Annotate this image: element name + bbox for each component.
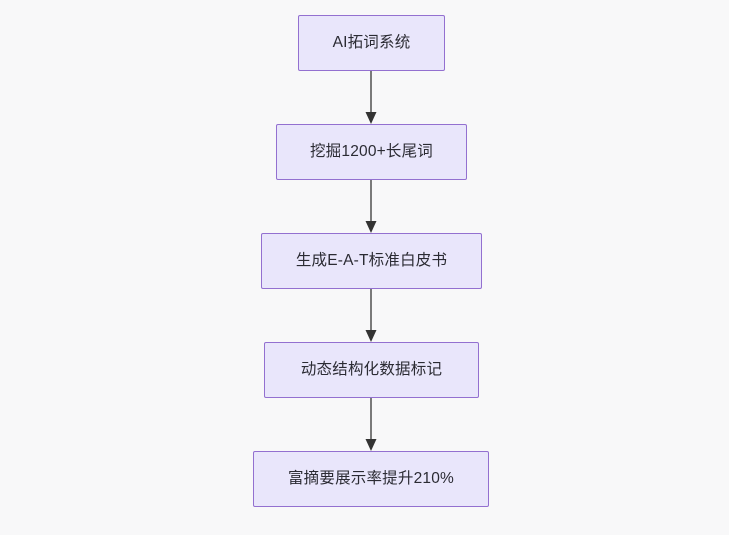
flow-node-longtail-keywords[interactable]: 挖掘1200+长尾词 (276, 124, 467, 180)
flow-node-rich-snippet-result[interactable]: 富摘要展示率提升210% (253, 451, 489, 507)
arrowhead-icon (365, 330, 377, 342)
flow-node-ai-keyword-system[interactable]: AI拓词系统 (298, 15, 445, 71)
flow-node-eat-whitepaper[interactable]: 生成E-A-T标准白皮书 (261, 233, 482, 289)
arrowhead-icon (365, 439, 377, 451)
edge-node-4-to-node-5 (365, 398, 377, 451)
edge-node-2-to-node-3 (365, 180, 377, 233)
arrowhead-icon (365, 112, 377, 124)
flow-node-label: 富摘要展示率提升210% (287, 469, 455, 487)
flow-node-structured-data-markup[interactable]: 动态结构化数据标记 (264, 342, 479, 398)
edge-node-1-to-node-2 (365, 71, 377, 124)
edge-node-3-to-node-4 (365, 289, 377, 342)
arrowhead-icon (365, 221, 377, 233)
flow-node-label: 挖掘1200+长尾词 (309, 142, 434, 160)
flow-node-label: 动态结构化数据标记 (300, 360, 443, 378)
flow-node-label: AI拓词系统 (332, 33, 411, 51)
flow-node-label: 生成E-A-T标准白皮书 (295, 251, 448, 269)
